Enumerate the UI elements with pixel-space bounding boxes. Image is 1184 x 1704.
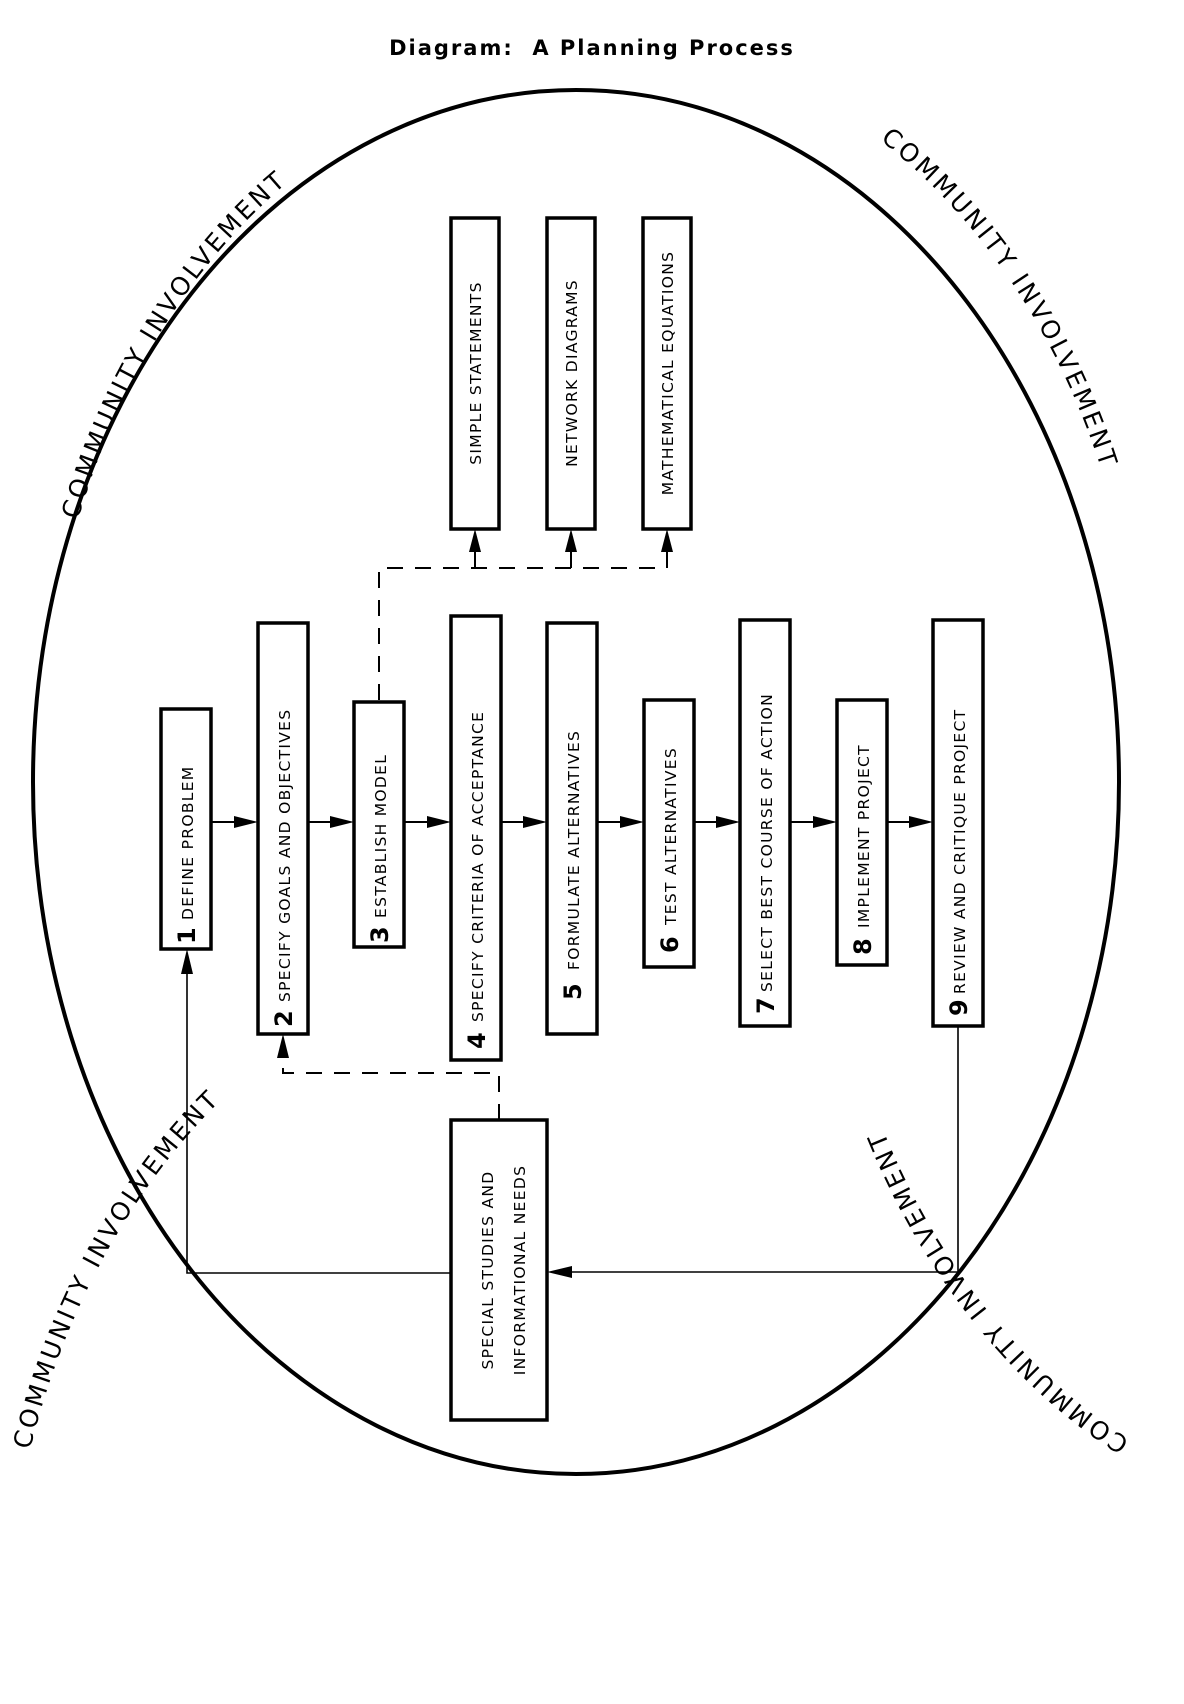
model-type-simple-statements: SIMPLE STATEMENTS xyxy=(449,216,501,531)
special-studies-line-1: SPECIAL STUDIES AND xyxy=(479,1170,497,1369)
step-number: 2 xyxy=(270,1010,298,1027)
step-label: FORMULATE ALTERNATIVES xyxy=(565,730,583,970)
boundary-label-bottom-right: COMMUNITY INVOLVEMENT xyxy=(861,1126,1133,1459)
arrow-3-to-4 xyxy=(427,816,451,828)
arrow-1-to-2 xyxy=(234,816,258,828)
step-number: 8 xyxy=(849,938,877,955)
arrow-into-step-2 xyxy=(277,1034,289,1058)
model-type-label: MATHEMATICAL EQUATIONS xyxy=(659,251,677,496)
arrow-7-to-8 xyxy=(813,816,837,828)
arrow-5-to-6 xyxy=(620,816,644,828)
model-type-mathematical-equations: MATHEMATICAL EQUATIONS xyxy=(641,216,693,531)
step-label: REVIEW AND CRITIQUE PROJECT xyxy=(951,709,969,994)
step-label: SELECT BEST COURSE OF ACTION xyxy=(758,693,776,992)
arrow-into-step-1 xyxy=(181,949,193,974)
step-9-review-and-critique: 9 REVIEW AND CRITIQUE PROJECT xyxy=(931,618,985,1028)
boundary-label-top-left: COMMUNITY INVOLVEMENT xyxy=(56,164,292,521)
arrow-to-network-diagrams xyxy=(565,529,577,552)
model-links xyxy=(378,529,673,700)
step-number: 6 xyxy=(656,936,684,953)
arrow-into-special-studies xyxy=(547,1266,572,1278)
arrow-6-to-7 xyxy=(716,816,740,828)
step-2-specify-goals: 2 SPECIFY GOALS AND OBJECTIVES xyxy=(256,621,310,1036)
model-type-label: NETWORK DIAGRAMS xyxy=(563,279,581,467)
arrow-8-to-9 xyxy=(909,816,933,828)
dashed-connector-model xyxy=(378,550,668,700)
step-label: ESTABLISH MODEL xyxy=(372,754,390,918)
step-3-establish-model: 3 ESTABLISH MODEL xyxy=(352,700,406,949)
boundary-label-bottom-left: COMMUNITY INVOLVEMENT xyxy=(8,1084,226,1452)
step-label: DEFINE PROBLEM xyxy=(179,766,197,920)
diagram-title: Diagram: A Planning Process xyxy=(389,36,795,60)
step-number: 4 xyxy=(463,1032,491,1049)
feedback-special-studies-to-1 xyxy=(186,970,451,1274)
step-5-formulate-alternatives: 5 FORMULATE ALTERNATIVES xyxy=(545,621,599,1036)
step-label: SPECIFY GOALS AND OBJECTIVES xyxy=(276,709,294,1002)
step-7-select-best-course: 7 SELECT BEST COURSE OF ACTION xyxy=(738,618,792,1028)
arrow-2-to-3 xyxy=(330,816,354,828)
step-label: SPECIFY CRITERIA OF ACCEPTANCE xyxy=(469,711,487,1022)
arrow-to-simple-statements xyxy=(469,529,481,552)
step-label: TEST ALTERNATIVES xyxy=(662,747,680,926)
step-number: 3 xyxy=(366,926,394,943)
step-8-implement-project: 8 IMPLEMENT PROJECT xyxy=(835,698,889,967)
feedback-loop xyxy=(181,949,959,1278)
feedback-9-to-special-studies xyxy=(568,1026,959,1273)
model-type-label: SIMPLE STATEMENTS xyxy=(467,281,485,464)
boundary-label-top-right: COMMUNITY INVOLVEMENT xyxy=(876,122,1123,473)
special-studies-box: SPECIAL STUDIES AND INFORMATIONAL NEEDS xyxy=(449,1118,549,1422)
arrow-to-mathematical-equations xyxy=(661,529,673,552)
model-type-network-diagrams: NETWORK DIAGRAMS xyxy=(545,216,597,531)
dashed-special-studies-to-2 xyxy=(282,1055,500,1120)
step-number: 5 xyxy=(559,983,587,1000)
step-1-define-problem: 1 DEFINE PROBLEM xyxy=(159,707,213,951)
step-4-specify-criteria: 4 SPECIFY CRITERIA OF ACCEPTANCE xyxy=(449,614,503,1062)
step-flow-arrows xyxy=(211,816,933,828)
step-number: 9 xyxy=(945,999,973,1016)
community-involvement-boundary xyxy=(31,88,1121,1476)
step-6-test-alternatives: 6 TEST ALTERNATIVES xyxy=(642,698,696,969)
step-number: 1 xyxy=(173,927,201,944)
step-label: IMPLEMENT PROJECT xyxy=(855,744,873,928)
arrow-4-to-5 xyxy=(523,816,547,828)
special-studies-line-2: INFORMATIONAL NEEDS xyxy=(511,1165,529,1375)
step-number: 7 xyxy=(752,997,780,1014)
